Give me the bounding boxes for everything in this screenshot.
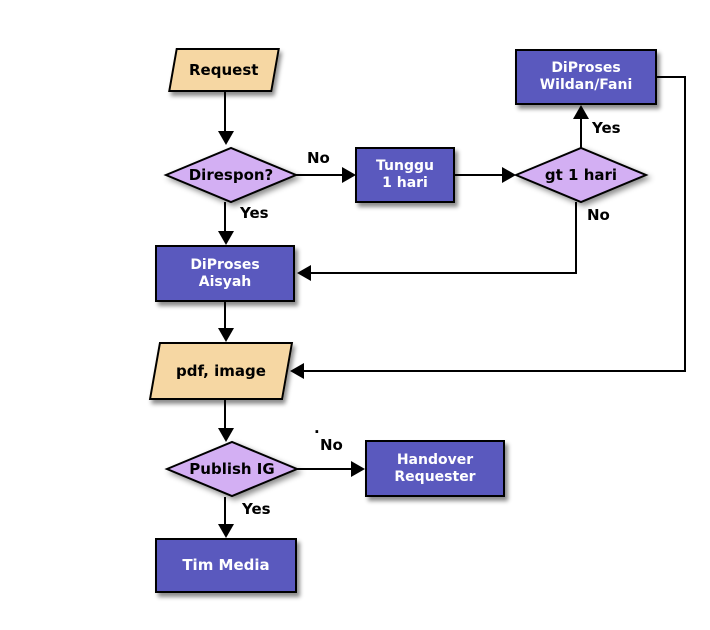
edge-label-direspon-yes: Yes <box>240 204 269 222</box>
arrowhead-right-icon <box>351 461 365 477</box>
edge-gt-aisyah-vertical <box>575 202 577 273</box>
node-diproses-wildan-fani: DiProses Wildan/Fani <box>515 49 657 105</box>
diamond-shape <box>513 146 649 204</box>
edge-direspon-aisyah <box>224 202 226 232</box>
edge-label-gt-no: No <box>587 206 610 224</box>
arrowhead-down-icon <box>218 524 234 538</box>
node-publish-ig: Publish IG <box>164 439 300 499</box>
node-direspon: Direspon? <box>163 145 299 205</box>
node-request-label: Request <box>189 61 259 79</box>
node-wildan-line1: DiProses <box>551 60 621 76</box>
node-wildan-line2: Wildan/Fani <box>539 77 633 93</box>
edge-wildan-pdf-horizontal <box>304 370 686 372</box>
edge-publish-handover <box>297 468 352 470</box>
arrowhead-left-icon <box>297 265 311 281</box>
edge-tunggu-gt <box>455 174 502 176</box>
node-gt-1-hari: gt 1 hari <box>513 145 649 205</box>
node-gt-1-hari-label: gt 1 hari <box>544 166 618 184</box>
edge-pdf-publish <box>224 400 226 429</box>
edge-aisyah-pdf <box>224 302 226 329</box>
node-request: Request <box>168 48 280 92</box>
edge-wildan-pdf-vertical <box>684 76 686 372</box>
node-publish-ig-label: Publish IG <box>189 460 275 478</box>
diamond-polygon <box>164 440 300 498</box>
edge-label-publish-no: No <box>320 436 343 454</box>
arrowhead-up-icon <box>573 105 589 119</box>
node-tunggu-line1: Tunggu <box>376 158 434 174</box>
arrowhead-left-icon <box>290 363 304 379</box>
node-pdf-image-label: pdf, image <box>176 362 266 380</box>
node-direspon-label: Direspon? <box>188 166 274 184</box>
node-pdf-image: pdf, image <box>148 342 294 400</box>
node-handover-line2: Requester <box>394 468 476 485</box>
arrowhead-down-icon <box>218 328 234 342</box>
stray-dot-mark: . <box>314 419 320 437</box>
node-tim-media-label: Tim Media <box>182 556 270 574</box>
arrowhead-right-icon <box>502 167 516 183</box>
arrowhead-down-icon <box>218 231 234 245</box>
arrowhead-down-icon <box>218 131 234 145</box>
edge-gt-aisyah-horizontal <box>311 272 577 274</box>
diamond-shape <box>163 146 299 204</box>
node-handover-line1: Handover <box>396 451 474 468</box>
edge-publish-tim <box>224 497 226 525</box>
node-aisyah-line2: Aisyah <box>198 273 252 290</box>
edge-request-direspon <box>224 92 226 132</box>
node-tunggu-line2: 1 hari <box>382 175 428 191</box>
arrowhead-down-icon <box>218 428 234 442</box>
node-tunggu: Tunggu 1 hari <box>355 147 455 203</box>
diamond-polygon <box>163 146 299 204</box>
diamond-polygon <box>513 146 649 204</box>
arrowhead-right-icon <box>342 167 356 183</box>
edge-direspon-tunggu <box>296 174 344 176</box>
edge-label-gt-yes: Yes <box>592 119 621 137</box>
edge-gt-wildan <box>580 119 582 148</box>
diamond-shape <box>164 440 300 498</box>
edge-wildan-pdf-top <box>657 76 686 78</box>
node-aisyah-line1: DiProses <box>190 256 260 273</box>
node-diproses-aisyah: DiProses Aisyah <box>155 245 295 302</box>
edge-label-direspon-no: No <box>307 149 330 167</box>
edge-label-publish-yes: Yes <box>242 500 271 518</box>
node-handover-requester: Handover Requester <box>365 440 505 497</box>
node-tim-media: Tim Media <box>155 538 297 593</box>
